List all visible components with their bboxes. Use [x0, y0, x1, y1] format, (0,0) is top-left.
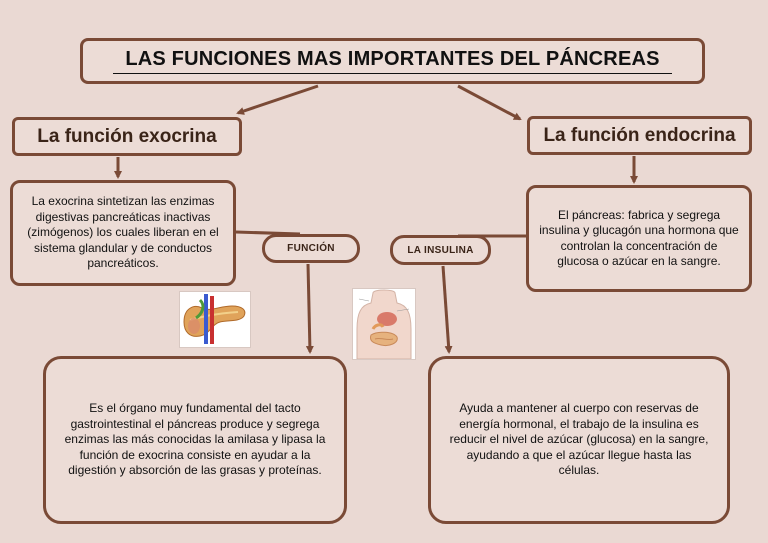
digestive-system-illustration-icon [352, 288, 416, 360]
arrow-title-to-exocrina [236, 84, 319, 115]
arrow-insulina-to-detail [441, 265, 453, 354]
pancreas-illustration-icon [179, 291, 251, 348]
title-box: LAS FUNCIONES MAS IMPORTANTES DEL PÁNCRE… [80, 38, 705, 84]
insulina-detail: Ayuda a mantener al cuerpo con reservas … [449, 401, 709, 478]
exocrina-heading-box: La función exocrina [12, 117, 242, 156]
insulina-label-box: LA INSULINA [390, 235, 491, 265]
line-exocrina-description-to-funcion [235, 230, 301, 236]
endocrina-description: El páncreas: fabrica y segrega insulina … [539, 207, 739, 269]
endocrina-description-box: El páncreas: fabrica y segrega insulina … [526, 185, 752, 292]
funcion-label-box: FUNCIÓN [262, 234, 360, 263]
endocrina-heading-box: La función endocrina [527, 116, 752, 155]
funcion-label: FUNCIÓN [287, 243, 335, 254]
arrow-funcion-to-detail [305, 263, 314, 354]
exocrina-description-box: La exocrina sintetizan las enzimas diges… [10, 180, 236, 286]
exocrina-detail-box: Es el órgano muy fundamental del tacto g… [43, 356, 347, 524]
exocrina-detail: Es el órgano muy fundamental del tacto g… [64, 401, 326, 478]
page-title: LAS FUNCIONES MAS IMPORTANTES DEL PÁNCRE… [113, 48, 672, 74]
insulina-detail-box: Ayuda a mantener al cuerpo con reservas … [428, 356, 730, 524]
insulina-label: LA INSULINA [407, 244, 474, 256]
exocrina-description: La exocrina sintetizan las enzimas diges… [27, 194, 219, 271]
endocrina-heading: La función endocrina [543, 124, 736, 146]
arrow-title-to-endocrina [457, 84, 522, 121]
exocrina-heading: La función exocrina [37, 125, 217, 147]
